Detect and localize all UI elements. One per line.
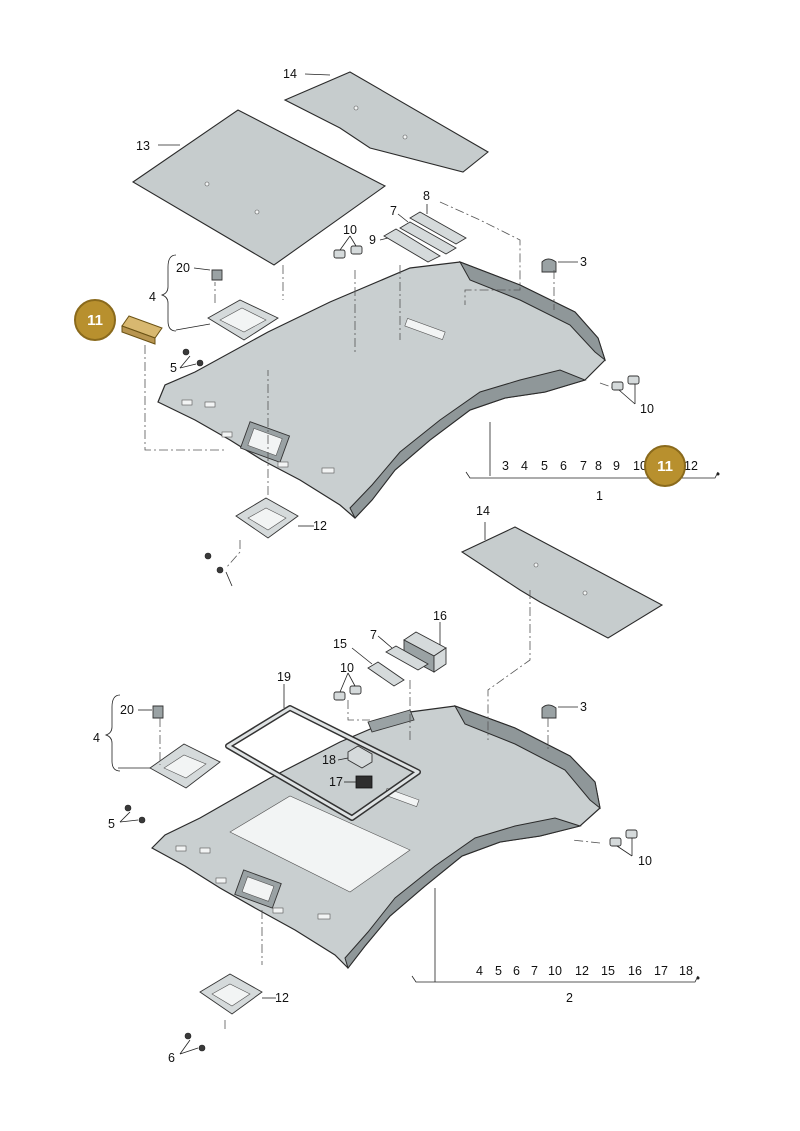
list-upper-item-9: 9 (613, 459, 620, 473)
clip-10-lower-b (349, 685, 362, 695)
panel-14-lower (460, 526, 664, 639)
headliner-upper-rear-edge (458, 261, 606, 362)
label-4-lower: 4 (93, 731, 100, 745)
panel-14-upper (283, 71, 489, 173)
screw-6-lower-b (198, 1044, 206, 1052)
list-upper-item-10: 10 (633, 459, 647, 473)
label-13-upper: 13 (136, 139, 150, 153)
list-upper-item-6: 6 (560, 459, 567, 473)
clip-10-lower-d (625, 829, 638, 839)
list-lower-item-6: 6 (513, 964, 520, 978)
strip-7-upper (399, 221, 457, 255)
screw-6-lower-a (184, 1032, 192, 1040)
clip-10-upper-b (350, 245, 363, 255)
label-9-upper: 9 (369, 233, 376, 247)
list-lower-item-4: 4 (476, 964, 483, 978)
label-10-lower-top: 10 (340, 661, 354, 675)
label-10-lower-right: 10 (638, 854, 652, 868)
list-lower-item-5: 5 (495, 964, 502, 978)
headliner-upper-side-edge (349, 369, 587, 519)
callout-11-side-text: 11 (87, 312, 103, 329)
label-7-upper: 7 (390, 204, 397, 218)
list-upper-item-3: 3 (502, 459, 509, 473)
list-upper-item-4: 4 (521, 459, 528, 473)
list-lower-item-15: 15 (601, 964, 615, 978)
list-lower-item-10: 10 (548, 964, 562, 978)
sunroof-opening-lower (229, 795, 411, 893)
label-20-lower: 20 (120, 703, 134, 717)
label-7-lower: 7 (370, 628, 377, 642)
label-12-upper: 12 (313, 519, 327, 533)
label-10-upper-top: 10 (343, 223, 357, 237)
strip-8-upper (409, 211, 467, 245)
callout-11-list (644, 445, 686, 487)
clip-10-lower-a (333, 691, 346, 701)
list-upper-item-5: 5 (541, 459, 548, 473)
label-5-lower: 5 (108, 817, 115, 831)
label-15-lower: 15 (333, 637, 347, 651)
list-lower-item-16: 16 (628, 964, 642, 978)
label-4-upper: 4 (149, 290, 156, 304)
label-19-lower: 19 (277, 670, 291, 684)
callout-11-side (74, 299, 116, 341)
list-upper-item-7: 7 (580, 459, 587, 473)
callout-11-list-text: 11 (657, 458, 673, 475)
label-5-upper: 5 (170, 361, 177, 375)
label-14-lower: 14 (476, 504, 490, 518)
label-16-lower: 16 (433, 609, 447, 623)
label-2: 2 (566, 991, 573, 1005)
list-lower-item-17: 17 (654, 964, 668, 978)
screw-5-lower-b (138, 816, 146, 824)
label-3-lower: 3 (580, 700, 587, 714)
label-1: 1 (596, 489, 603, 503)
clip-3-lower (541, 704, 557, 719)
strip-9-upper (383, 228, 441, 263)
switch-17-lower (355, 775, 373, 789)
clip-3-upper (541, 258, 557, 273)
screw-5-upper-b (196, 359, 204, 367)
label-14-upper: 14 (283, 67, 297, 81)
label-10-upper-right: 10 (640, 402, 654, 416)
strip-15-lower (367, 661, 405, 687)
clip-20-lower (152, 705, 164, 719)
clip-10-upper-d (627, 375, 640, 385)
screw-5-lower-a (124, 804, 132, 812)
label-3-upper: 3 (580, 255, 587, 269)
label-8-upper: 8 (423, 189, 430, 203)
clip-10-upper-c (611, 381, 624, 391)
clip-20-upper (211, 269, 223, 281)
label-17-lower: 17 (329, 775, 343, 789)
label-6-lower: 6 (168, 1051, 175, 1065)
list-lower-item-7: 7 (531, 964, 538, 978)
label-18-lower: 18 (322, 753, 336, 767)
clip-10-lower-c (609, 837, 622, 847)
headliner-lower-side-edge (344, 817, 582, 970)
panel-13-upper (131, 109, 387, 266)
list-upper-item-8: 8 (595, 459, 602, 473)
clip-10-upper-a (333, 249, 346, 259)
bracket-18-lower (347, 745, 373, 769)
list-lower-item-18: 18 (679, 964, 693, 978)
list-upper-item-12: 12 (684, 459, 698, 473)
headliner-lower-rear-edge (453, 705, 601, 810)
screw-5-upper-a (182, 348, 190, 356)
strip-7-lower (385, 645, 429, 671)
upper-assembly: 14 13 8 7 9 10 3 (74, 67, 720, 587)
label-12-lower: 12 (275, 991, 289, 1005)
label-20-upper: 20 (176, 261, 190, 275)
list-lower-item-12: 12 (575, 964, 589, 978)
lower-assembly: 14 16 7 15 10 3 (93, 504, 700, 1065)
